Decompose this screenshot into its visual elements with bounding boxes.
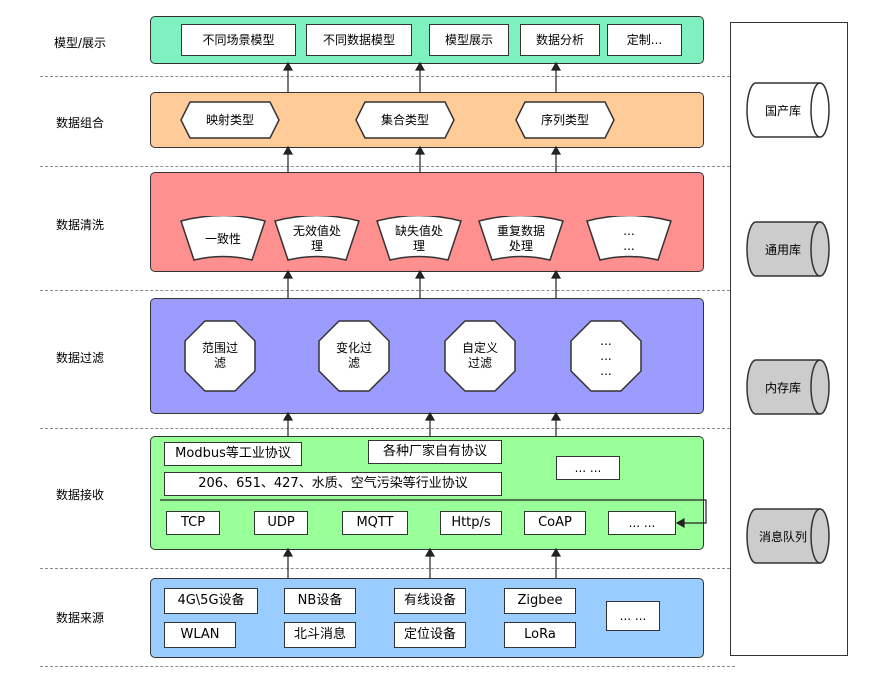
layer-separator: [40, 666, 735, 667]
source-device: WLAN: [164, 622, 236, 648]
layer-label-combine: 数据组合: [55, 116, 104, 130]
filter-octagon: 变化过 滤: [318, 320, 390, 392]
display-item: 数据分析: [520, 24, 600, 56]
clean-fan: 无效值处 理: [274, 216, 360, 262]
storage-cylinder: 国产库: [746, 82, 830, 138]
combine-hexagon: 映射类型: [180, 101, 280, 139]
protocol-udp: UDP: [254, 511, 308, 535]
industry-protocol-box: 206、651、427、水质、空气污染等行业协议: [164, 472, 502, 496]
layer-separator: [40, 76, 735, 77]
clean-fan: 重复数据 处理: [478, 216, 564, 262]
display-item: 模型展示: [429, 24, 509, 56]
layer-label-display: 模型/展示: [53, 36, 107, 50]
source-device: 定位设备: [394, 622, 466, 648]
combine-hexagon: 序列类型: [515, 101, 615, 139]
layer-label-source: 数据来源: [55, 611, 104, 625]
protocol-more: ... ...: [608, 511, 676, 535]
protocol-http: Http/s: [440, 511, 502, 535]
industrial-protocol-box: Modbus等工业协议: [164, 442, 302, 466]
protocol-coap: CoAP: [524, 511, 586, 535]
storage-cylinder: 内存库: [746, 359, 830, 415]
filter-octagon: 范围过 滤: [184, 320, 256, 392]
source-device: 4G\5G设备: [164, 588, 258, 614]
source-device: LoRa: [504, 622, 576, 648]
clean-fan: 缺失值处 理: [376, 216, 462, 262]
display-item: 不同场景模型: [181, 24, 296, 56]
layer-label-clean: 数据清洗: [55, 218, 104, 232]
layer-separator: [40, 290, 735, 291]
protocol-mqtt: MQTT: [342, 511, 408, 535]
display-item: 定制...: [607, 24, 682, 56]
clean-fan: 一致性: [180, 216, 266, 262]
clean-fan: ... ...: [586, 216, 672, 262]
display-item: 不同数据模型: [306, 24, 412, 56]
source-device: Zigbee: [504, 588, 576, 614]
layer-label-filter: 数据过滤: [55, 351, 104, 365]
protocol-tcp: TCP: [166, 511, 220, 535]
source-device: 北斗消息: [284, 622, 356, 648]
filter-octagon: 自定义 过滤: [444, 320, 516, 392]
receive-more-box: ... ...: [556, 456, 620, 480]
source-device: NB设备: [284, 588, 356, 614]
layer-label-receive: 数据接收: [55, 488, 104, 502]
filter-octagon: ... ... ...: [570, 320, 642, 392]
layer-separator: [40, 428, 735, 429]
storage-cylinder: 消息队列: [746, 508, 830, 564]
layer-separator: [40, 166, 735, 167]
layer-separator: [40, 568, 735, 569]
vendor-protocol-box: 各种厂家自有协议: [368, 440, 502, 464]
combine-hexagon: 集合类型: [355, 101, 455, 139]
source-more: ... ...: [606, 601, 660, 631]
storage-cylinder: 通用库: [746, 221, 830, 277]
source-device: 有线设备: [394, 588, 466, 614]
